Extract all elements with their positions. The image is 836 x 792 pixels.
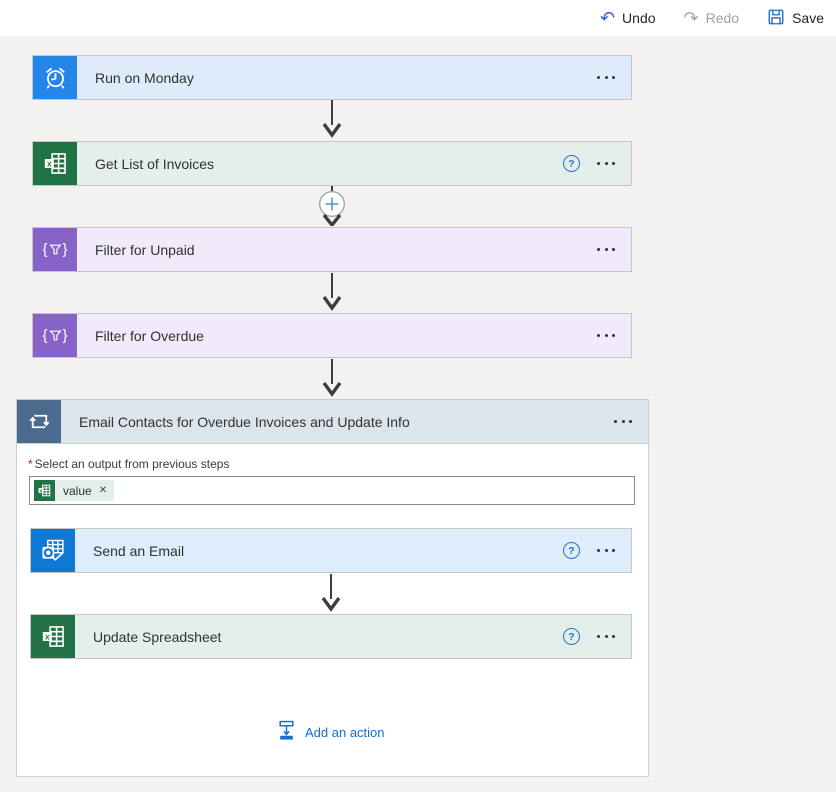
filter-icon: { } [33, 228, 77, 271]
save-button[interactable]: Save [767, 8, 824, 29]
apply-to-each-container [16, 399, 649, 777]
connector-arrow [317, 100, 347, 143]
step-filter-for-unpaid[interactable]: { } Filter for Unpaid [32, 227, 632, 272]
undo-icon: ↶ [599, 8, 616, 28]
step-update-spreadsheet[interactable]: x Update Spreadsheet ? [30, 614, 632, 659]
svg-text:x: x [46, 159, 51, 169]
more-menu-button[interactable] [597, 244, 615, 255]
redo-icon: ↷ [683, 8, 699, 28]
step-title: Get List of Invoices [95, 155, 215, 172]
undo-button[interactable]: ↶ Undo [600, 9, 656, 27]
token-label: value [63, 483, 92, 498]
apply-to-each-loop-icon [17, 400, 61, 443]
help-icon[interactable]: ? [563, 155, 580, 172]
recurrence-clock-icon [33, 56, 77, 99]
undo-label: Undo [622, 10, 656, 26]
loop-header-email-contacts[interactable]: Email Contacts for Overdue Invoices and … [16, 399, 649, 444]
step-title: Update Spreadsheet [93, 628, 222, 645]
more-menu-button[interactable] [597, 631, 615, 642]
remove-token-button[interactable]: ✕ [98, 485, 108, 496]
help-icon[interactable]: ? [563, 542, 580, 559]
loop-title: Email Contacts for Overdue Invoices and … [79, 413, 410, 430]
add-action-icon [276, 720, 297, 744]
output-field-label: *Select an output from previous steps [28, 457, 230, 471]
more-menu-button[interactable] [597, 545, 615, 556]
step-send-an-email[interactable]: Send an Email ? [30, 528, 632, 573]
redo-label: Redo [705, 10, 740, 26]
excel-icon: x [31, 615, 75, 658]
step-run-on-monday[interactable]: Run on Monday [32, 55, 632, 100]
outlook-icon [31, 529, 75, 572]
help-icon[interactable]: ? [563, 628, 580, 645]
output-selector-input[interactable]: x value ✕ [29, 476, 635, 505]
excel-icon: x [33, 142, 77, 185]
required-marker: * [28, 457, 33, 471]
step-filter-for-overdue[interactable]: { } Filter for Overdue [32, 313, 632, 358]
svg-text:x: x [40, 488, 43, 494]
step-title: Filter for Overdue [95, 327, 204, 344]
save-label: Save [792, 10, 824, 26]
redo-button[interactable]: ↷ Redo [684, 9, 740, 27]
more-menu-button[interactable] [597, 330, 615, 341]
step-title: Send an Email [93, 542, 185, 559]
add-action-label: Add an action [305, 724, 385, 740]
svg-text:x: x [44, 632, 49, 642]
connector-arrow [317, 273, 347, 316]
save-icon [767, 8, 785, 29]
value-token[interactable]: x value ✕ [34, 480, 115, 501]
step-title: Filter for Unpaid [95, 241, 195, 258]
excel-icon: x [34, 480, 55, 501]
step-title: Run on Monday [95, 69, 194, 86]
connector-arrow [317, 359, 347, 402]
step-get-list-of-invoices[interactable]: x Get List of Invoices ? [32, 141, 632, 186]
more-menu-button[interactable] [597, 158, 615, 169]
add-action-button[interactable]: Add an action [276, 720, 385, 744]
insert-step-connector [314, 186, 350, 231]
more-menu-button[interactable] [597, 72, 615, 83]
more-menu-button[interactable] [614, 416, 632, 427]
filter-icon: { } [33, 314, 77, 357]
command-bar: ↶ Undo ↷ Redo Save [0, 0, 836, 36]
